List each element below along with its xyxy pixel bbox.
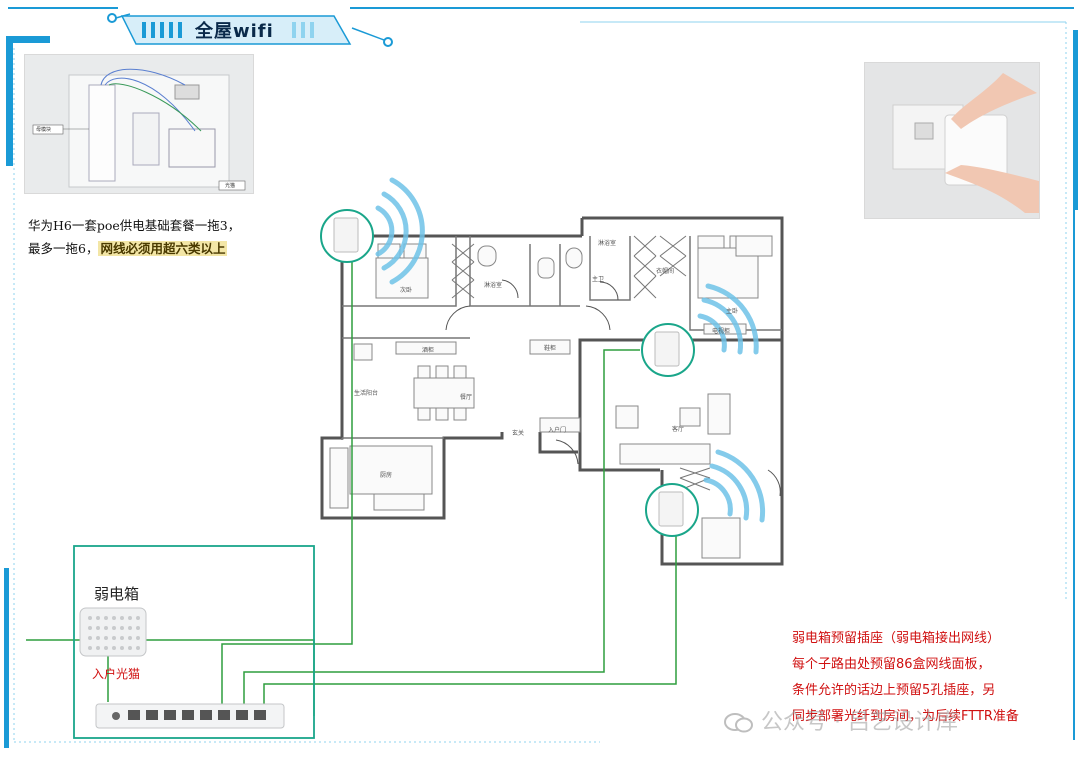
note-line-2: 每个子路由处预留86盒网线面板， — [792, 657, 991, 672]
modem-label: 入户光猫 — [92, 667, 141, 681]
label-restaurant: 餐厅 — [460, 394, 473, 401]
label-kitchen: 厨房 — [380, 472, 393, 479]
note-line-3: 条件允许的话边上预留5孔插座，另 — [792, 683, 996, 698]
poe-switch — [95, 703, 285, 729]
router-note-line2: 最多一拖6，网线必须用超六类以上 — [28, 237, 240, 260]
label-bathroom2: 淋浴室 — [598, 240, 617, 247]
label-balcony: 生活阳台 — [354, 390, 379, 397]
label-entry: 玄关 — [512, 430, 525, 437]
floor-plan-fixtures — [329, 235, 773, 559]
weak-box-title: 弱电箱 — [94, 585, 140, 603]
note-line-4: 同步部署光纤到房间，为后续FTTR准备 — [792, 709, 1019, 724]
weak-box-illustration — [25, 55, 253, 193]
weak-box-frame — [73, 545, 315, 739]
label-secondary-bedroom: 次卧 — [400, 287, 413, 294]
router-note-line2-prefix: 最多一拖6， — [28, 241, 99, 256]
installation-notes: 弱电箱预留插座（弱电箱接出网线） 每个子路由处预留86盒网线面板， 条件允许的话… — [792, 626, 1019, 730]
wifi-signal-arcs — [375, 177, 766, 523]
weak-box-photo: 母模块 光猫 — [24, 54, 254, 194]
router-note: 华为H6一套poe供电基础套餐一拖3， 最多一拖6，网线必须用超六类以上 — [28, 214, 240, 260]
optical-modem — [79, 607, 147, 657]
router-install-photo — [864, 62, 1040, 219]
label-closet: 衣帽间 — [656, 268, 675, 275]
closet-hatching — [451, 235, 711, 491]
watermark-text: 公众号 · 吕艺设计库 — [761, 710, 958, 735]
sub-router-3 — [645, 483, 699, 537]
label-master-bedroom: 主卧 — [726, 308, 739, 315]
label-master-bath: 主卫 — [592, 276, 605, 283]
sub-router-2 — [641, 323, 695, 377]
label-bathroom1: 淋浴室 — [484, 282, 503, 289]
photo-label-modem: 光猫 — [225, 183, 236, 189]
label-wine: 酒柜 — [422, 347, 435, 354]
label-living: 客厅 — [672, 426, 685, 433]
label-shoe: 鞋柜 — [544, 345, 557, 352]
router-note-highlight: 网线必须用超六类以上 — [98, 241, 228, 256]
router-note-line1: 华为H6一套poe供电基础套餐一拖3， — [28, 218, 241, 233]
router-install-illustration — [865, 63, 1039, 218]
wechat-icon — [724, 712, 754, 734]
floor-plan-walls — [320, 216, 784, 566]
sub-router-1 — [320, 209, 374, 263]
door-arcs — [445, 279, 781, 497]
label-tv: 电视柜 — [712, 328, 731, 335]
note-line-1: 弱电箱预留插座（弱电箱接出网线） — [792, 631, 1001, 646]
photo-label-main-module: 母模块 — [36, 127, 52, 133]
page-title: 全屋wifi — [195, 21, 274, 42]
watermark: 公众号 · 吕艺设计库 — [724, 704, 958, 736]
label-door: 入户门 — [548, 427, 567, 434]
